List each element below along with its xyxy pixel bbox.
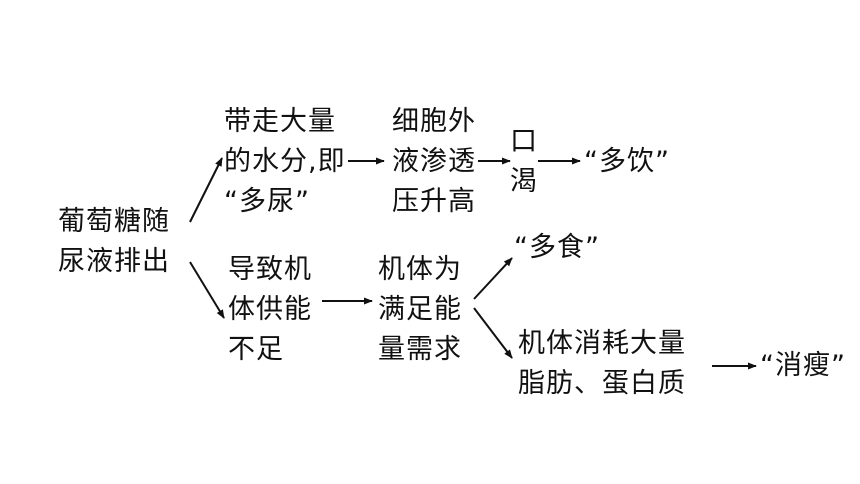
arrow-glucose-to-water-loss [189, 157, 223, 223]
node-water-loss: 带走大量 的水分,即 “多尿” [224, 102, 346, 222]
node-line: 渴 [510, 166, 538, 197]
node-line: “多食” [514, 232, 600, 263]
arrow-body-need-to-eat [473, 257, 513, 300]
node-line: 导致机 [228, 254, 312, 285]
node-line: 液渗透 [392, 146, 476, 177]
node-drink-more: “多饮” [584, 142, 670, 182]
arrow-glucose-to-energy-short [189, 261, 225, 319]
node-line: 不足 [228, 334, 284, 365]
node-line: 压升高 [392, 186, 476, 217]
node-line: “消瘦” [760, 350, 846, 381]
node-line: 带走大量 [224, 106, 336, 137]
node-energy-shortage: 导致机 体供能 不足 [228, 250, 312, 370]
node-eat-more: “多食” [514, 228, 600, 268]
node-line: 满足能 [378, 294, 462, 325]
node-energy-demand: 机体为 满足能 量需求 [378, 250, 462, 370]
node-line: 量需求 [378, 334, 462, 365]
node-line: 的水分,即 [224, 146, 346, 177]
node-line: “多尿” [224, 186, 310, 217]
node-consume-fat-protein: 机体消耗大量 脂肪、蛋白质 [518, 324, 686, 404]
node-line: 脂肪、蛋白质 [518, 368, 686, 399]
node-osmotic-pressure: 细胞外 液渗透 压升高 [392, 102, 476, 222]
arrow-body-need-to-consume [473, 307, 513, 359]
node-line: 葡萄糖随 [58, 206, 170, 237]
node-weight-loss: “消瘦” [760, 346, 846, 386]
node-line: “多饮” [584, 146, 670, 177]
node-line: 机体为 [378, 254, 462, 285]
node-line: 机体消耗大量 [518, 328, 686, 359]
node-line: 细胞外 [392, 106, 476, 137]
node-line: 口 [510, 126, 538, 157]
node-line: 尿液排出 [58, 246, 170, 277]
node-glucose-excreted: 葡萄糖随 尿液排出 [58, 202, 170, 282]
node-line: 体供能 [228, 294, 312, 325]
node-thirst: 口 渴 [510, 122, 538, 202]
